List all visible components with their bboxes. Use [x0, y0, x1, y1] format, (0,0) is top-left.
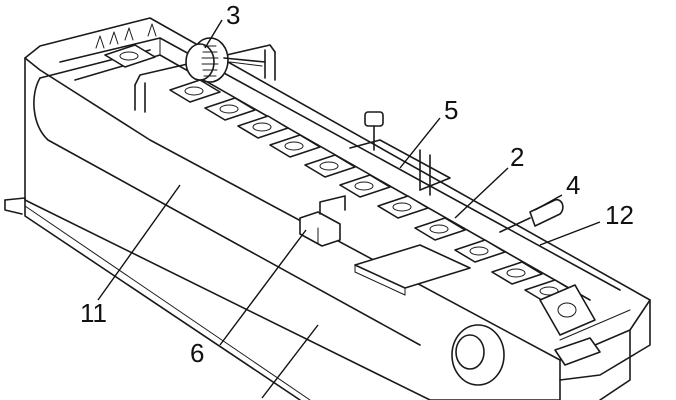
callout-6: 6	[190, 338, 204, 368]
fixture-tray	[414, 217, 466, 241]
spring-drum-assembly	[185, 37, 266, 83]
fixture-tray	[204, 97, 256, 121]
callout-2: 2	[510, 142, 524, 172]
fixture-tray	[304, 154, 356, 178]
fixture-tray	[339, 174, 391, 198]
callout-5: 5	[444, 95, 458, 125]
pusher-box	[299, 195, 346, 247]
fixture-tray	[454, 239, 506, 263]
fixture-tray	[169, 79, 221, 103]
fixture-trays	[104, 44, 576, 303]
fixture-tray	[491, 261, 543, 285]
fixture-tray	[237, 115, 289, 139]
end-roller	[451, 284, 601, 386]
frame-body	[4, 17, 651, 400]
fixture-tray	[377, 195, 429, 219]
callout-12: 12	[605, 200, 634, 230]
fixture-tray	[104, 44, 156, 68]
callout-leaders	[97, 19, 601, 399]
callout-4: 4	[566, 170, 580, 200]
fixture-tray	[269, 134, 321, 158]
lifting-arm-assembly	[349, 111, 451, 196]
cylinder-actuator	[499, 198, 564, 233]
callout-11: 11	[80, 298, 107, 328]
callout-3: 3	[226, 0, 240, 30]
discharge-chute	[354, 244, 471, 296]
